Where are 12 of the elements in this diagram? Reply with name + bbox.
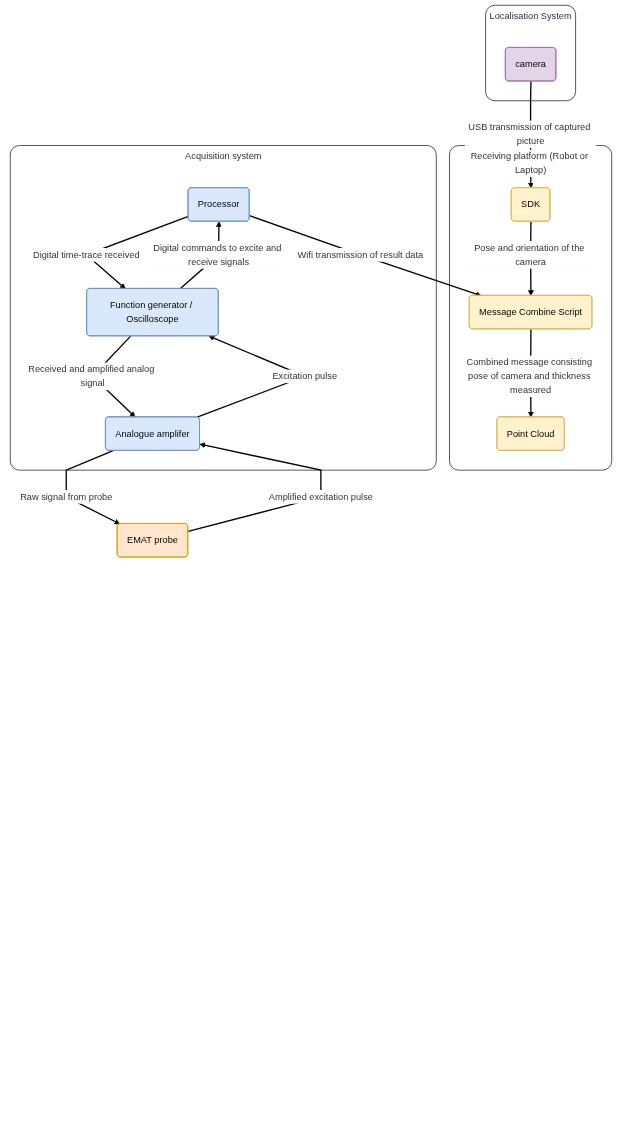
edge-label: Combined message consisting pose of camera and thickness measured (466, 356, 593, 396)
edge-label: Pose and orientation of the camera (474, 242, 585, 267)
edge-label: USB transmission of captured picture (468, 121, 591, 147)
edge-label: Amplified excitation pulse (268, 491, 373, 502)
edge-label: Digital time-trace received (33, 249, 140, 260)
edge-label: Received and amplified analog signal (28, 363, 155, 389)
arrow (248, 215, 482, 297)
edge-label: Digital commands to excite and receive signals (153, 242, 282, 267)
edge-label: Excitation pulse (272, 370, 338, 382)
edge-label: Wifi transmission of result data (297, 249, 424, 260)
edge-label: Raw signal from probe (20, 491, 113, 502)
arrow (187, 442, 322, 533)
